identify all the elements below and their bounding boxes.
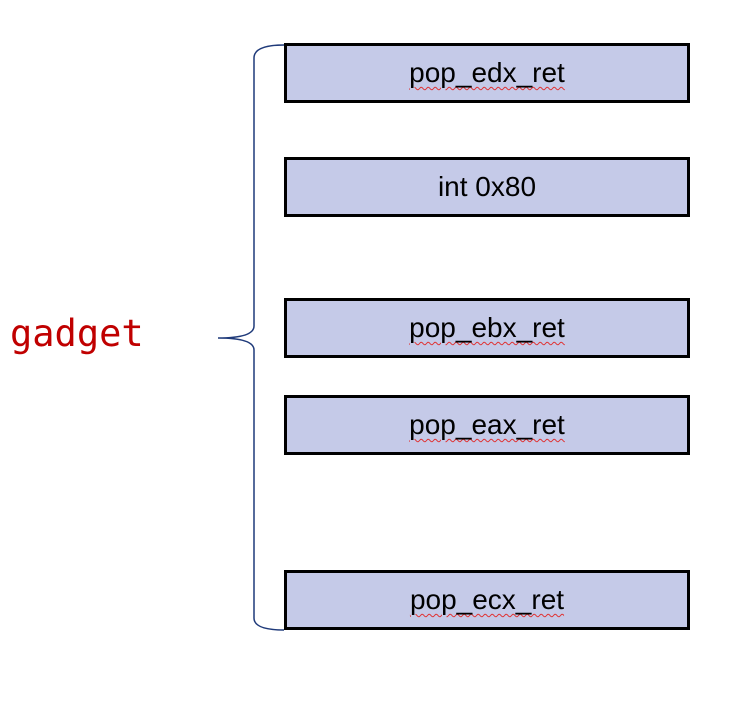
stack-box-pop-ecx-ret: pop_ecx_ret	[284, 570, 690, 630]
stack-box-pop-edx-ret: pop_edx_ret	[284, 43, 690, 103]
stack-box-pop-ebx-ret: pop_ebx_ret	[284, 298, 690, 358]
stack-box-int-0x80: int 0x80	[284, 157, 690, 217]
box-text: pop_ecx_ret	[409, 584, 565, 615]
box-text: pop_eax_ret	[409, 409, 565, 440]
box-text: int 0x80	[437, 171, 537, 202]
stack-box-pop-eax-ret: pop_eax_ret	[284, 395, 690, 455]
gadget-label: gadget	[10, 312, 144, 355]
box-text: pop_edx_ret	[409, 57, 565, 88]
box-text: pop_ebx_ret	[409, 312, 565, 343]
